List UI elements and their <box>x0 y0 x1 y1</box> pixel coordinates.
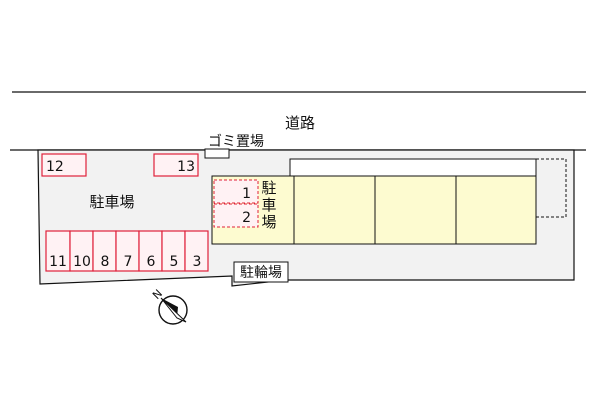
inner-parking-char: 場 <box>261 213 276 231</box>
parking-space-1 <box>213 179 259 204</box>
parking-space-7-label: 7 <box>124 254 133 270</box>
parking-lot-label: 駐車場 <box>89 193 134 211</box>
parking-space-2-label: 2 <box>242 210 251 226</box>
parking-space-3-label: 3 <box>193 254 202 270</box>
road-label: 道路 <box>285 114 315 132</box>
garbage-area-label: ゴミ置場 <box>208 133 264 150</box>
north-arrow-icon <box>158 295 188 325</box>
parking-space-3 <box>184 230 209 272</box>
building-unit <box>455 175 537 245</box>
parking-space-5-label: 5 <box>170 254 179 270</box>
parking-space-12-label: 12 <box>46 159 64 175</box>
parking-space-10-label: 10 <box>73 254 91 270</box>
building-unit <box>374 175 457 245</box>
building-unit <box>293 175 376 245</box>
bicycle-parking <box>233 261 289 283</box>
building-upper-outline <box>289 158 537 177</box>
parking-space-2 <box>213 203 259 228</box>
inner-parking-char: 車 <box>261 196 276 214</box>
garbage-area <box>204 148 230 159</box>
parking-space-6-label: 6 <box>147 254 156 270</box>
parking-space-13 <box>153 153 199 177</box>
bicycle-parking-label: 駐輪場 <box>240 264 282 281</box>
parking-space-12 <box>41 153 87 177</box>
parking-space-11-label: 11 <box>49 254 67 270</box>
parking-space-1-label: 1 <box>242 186 251 202</box>
parking-space-13-label: 13 <box>177 159 195 175</box>
parking-space-11 <box>45 230 71 272</box>
inner-parking-char: 駐 <box>261 179 276 197</box>
parking-space-8-label: 8 <box>101 254 110 270</box>
